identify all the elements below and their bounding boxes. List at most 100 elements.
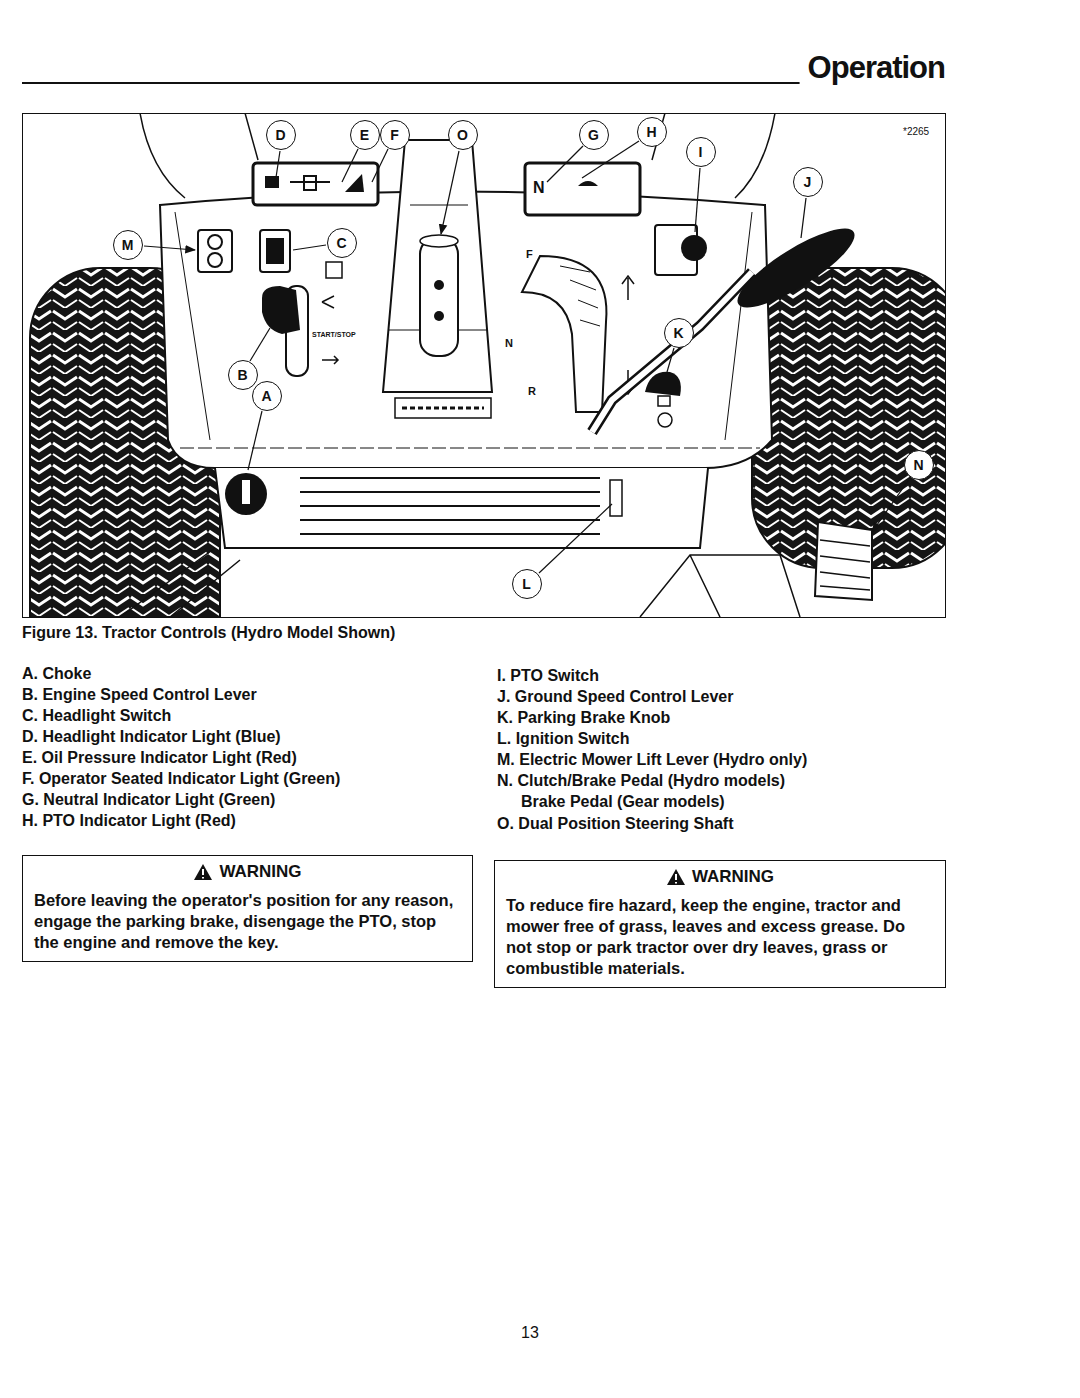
legend-item: C. Headlight Switch <box>22 705 171 726</box>
callout-circle: A <box>252 381 282 411</box>
steering-column-part <box>420 238 458 356</box>
callout-circle: N <box>904 450 934 480</box>
legend-item: G. Neutral Indicator Light (Green) <box>22 789 275 810</box>
callout-letter: M <box>122 238 134 252</box>
panel-marking: START/STOP <box>312 331 356 339</box>
panel-marking: F <box>526 248 533 260</box>
indicator-panels-part <box>265 176 279 188</box>
callout-letter: N <box>913 458 923 472</box>
leader-lines-part <box>547 146 583 182</box>
ground-speed-lever <box>592 216 864 432</box>
leader-lines-part <box>695 168 700 232</box>
leader-lines-part <box>275 151 280 184</box>
callout-letter: I <box>699 145 703 159</box>
legend-item: I. PTO Switch <box>497 665 599 686</box>
ground-speed-lever-part <box>592 272 752 432</box>
leader-lines-part <box>539 504 612 573</box>
callout-circle: O <box>448 120 478 150</box>
callout-letter: O <box>457 128 468 142</box>
warning-box: WARNING To reduce fire hazard, keep the e… <box>494 860 946 988</box>
legend-item: N. Clutch/Brake Pedal (Hydro models) Bra… <box>497 770 807 812</box>
callout-circle: I <box>686 137 716 167</box>
warning-heading: WARNING <box>34 862 461 882</box>
leader-lines-part <box>667 348 674 372</box>
callout-circle: J <box>793 167 823 197</box>
switches-part <box>208 253 222 267</box>
legend-item: O. Dual Position Steering Shaft <box>497 813 733 834</box>
header-rule <box>22 82 800 84</box>
steering-column-part <box>402 407 484 410</box>
callout-letter: J <box>804 175 812 189</box>
ignition-switch-part <box>225 473 267 515</box>
indicator-panels-part <box>525 163 640 215</box>
leader-lines-part <box>342 149 358 182</box>
callout-letter: D <box>275 128 285 142</box>
legend-item: H. PTO Indicator Light (Red) <box>22 810 236 831</box>
legend-item: A. Choke <box>22 663 91 684</box>
dashboard-part <box>300 478 600 534</box>
leader-lines-part <box>372 149 388 182</box>
callout-letter: A <box>261 389 271 403</box>
warning-box: WARNING Before leaving the operator's pos… <box>22 855 473 962</box>
indicator-panels-part <box>290 176 330 190</box>
warning-symbol <box>666 868 686 886</box>
steering-column-part <box>434 311 444 321</box>
switches <box>198 225 707 278</box>
leader-lines-part <box>801 198 806 238</box>
switches-part <box>266 238 284 264</box>
leader-lines-part <box>248 411 262 470</box>
legend-item: K. Parking Brake Knob <box>497 707 670 728</box>
callout-circle: K <box>664 318 694 348</box>
callout-letter: E <box>360 128 369 142</box>
warning-mark <box>202 869 204 879</box>
steering-column-part <box>420 235 458 247</box>
ground-speed-gate-part <box>560 266 600 326</box>
engine-speed-lever-part <box>262 286 300 334</box>
steering-column-part <box>434 280 444 290</box>
callout-circle: H <box>637 117 667 147</box>
warning-triangle <box>667 869 685 885</box>
legend-item: M. Electric Mower Lift Lever (Hydro only… <box>497 749 807 770</box>
leader-lines-part <box>250 328 270 361</box>
callout-circle: D <box>266 120 296 150</box>
ignition-switch-part <box>242 480 250 504</box>
parking-brake-knob-part <box>658 413 672 427</box>
callout-circle: L <box>512 569 542 599</box>
warning-text: Before leaving the operator's position f… <box>34 890 461 953</box>
warning-title: WARNING <box>692 867 774 887</box>
callout-circle: C <box>327 228 357 258</box>
warning-heading: WARNING <box>506 867 934 887</box>
engine-speed-lever-part <box>322 296 338 364</box>
switches-part <box>260 230 290 272</box>
callout-circle: E <box>350 120 380 150</box>
legend-item: B. Engine Speed Control Lever <box>22 684 257 705</box>
ground-speed-lever-part <box>728 216 863 320</box>
steering-column <box>383 140 492 418</box>
leader-lines-part <box>144 246 195 250</box>
page-title: Operation <box>808 50 945 86</box>
indicator-panels-part <box>578 181 598 186</box>
legend-item: E. Oil Pressure Indicator Light (Red) <box>22 747 297 768</box>
switches-part <box>208 235 222 249</box>
clutch-brake-pedal-part <box>815 522 872 600</box>
leader-lines-part <box>293 245 326 250</box>
callout-letter: K <box>673 326 683 340</box>
indicator-panels-part <box>253 163 378 205</box>
figure-caption: Figure 13. Tractor Controls (Hydro Model… <box>22 624 395 642</box>
dashboard-part <box>215 468 708 548</box>
switches-part <box>326 262 342 278</box>
callout-letter: B <box>237 368 247 382</box>
steering-column-part <box>383 140 492 392</box>
callout-letter: F <box>390 128 399 142</box>
figure-number: *2265 <box>903 126 929 137</box>
warning-triangle <box>194 864 212 880</box>
callout-circle: B <box>228 360 258 390</box>
indicator-panels-part <box>345 174 364 192</box>
warning-text: To reduce fire hazard, keep the engine, … <box>506 895 934 979</box>
ground-speed-gate-part <box>522 256 606 412</box>
callout-letter: L <box>522 577 531 591</box>
callout-letter: H <box>646 125 656 139</box>
clutch-brake-pedal-part <box>820 540 870 590</box>
parking-brake-knob-part <box>658 396 670 406</box>
